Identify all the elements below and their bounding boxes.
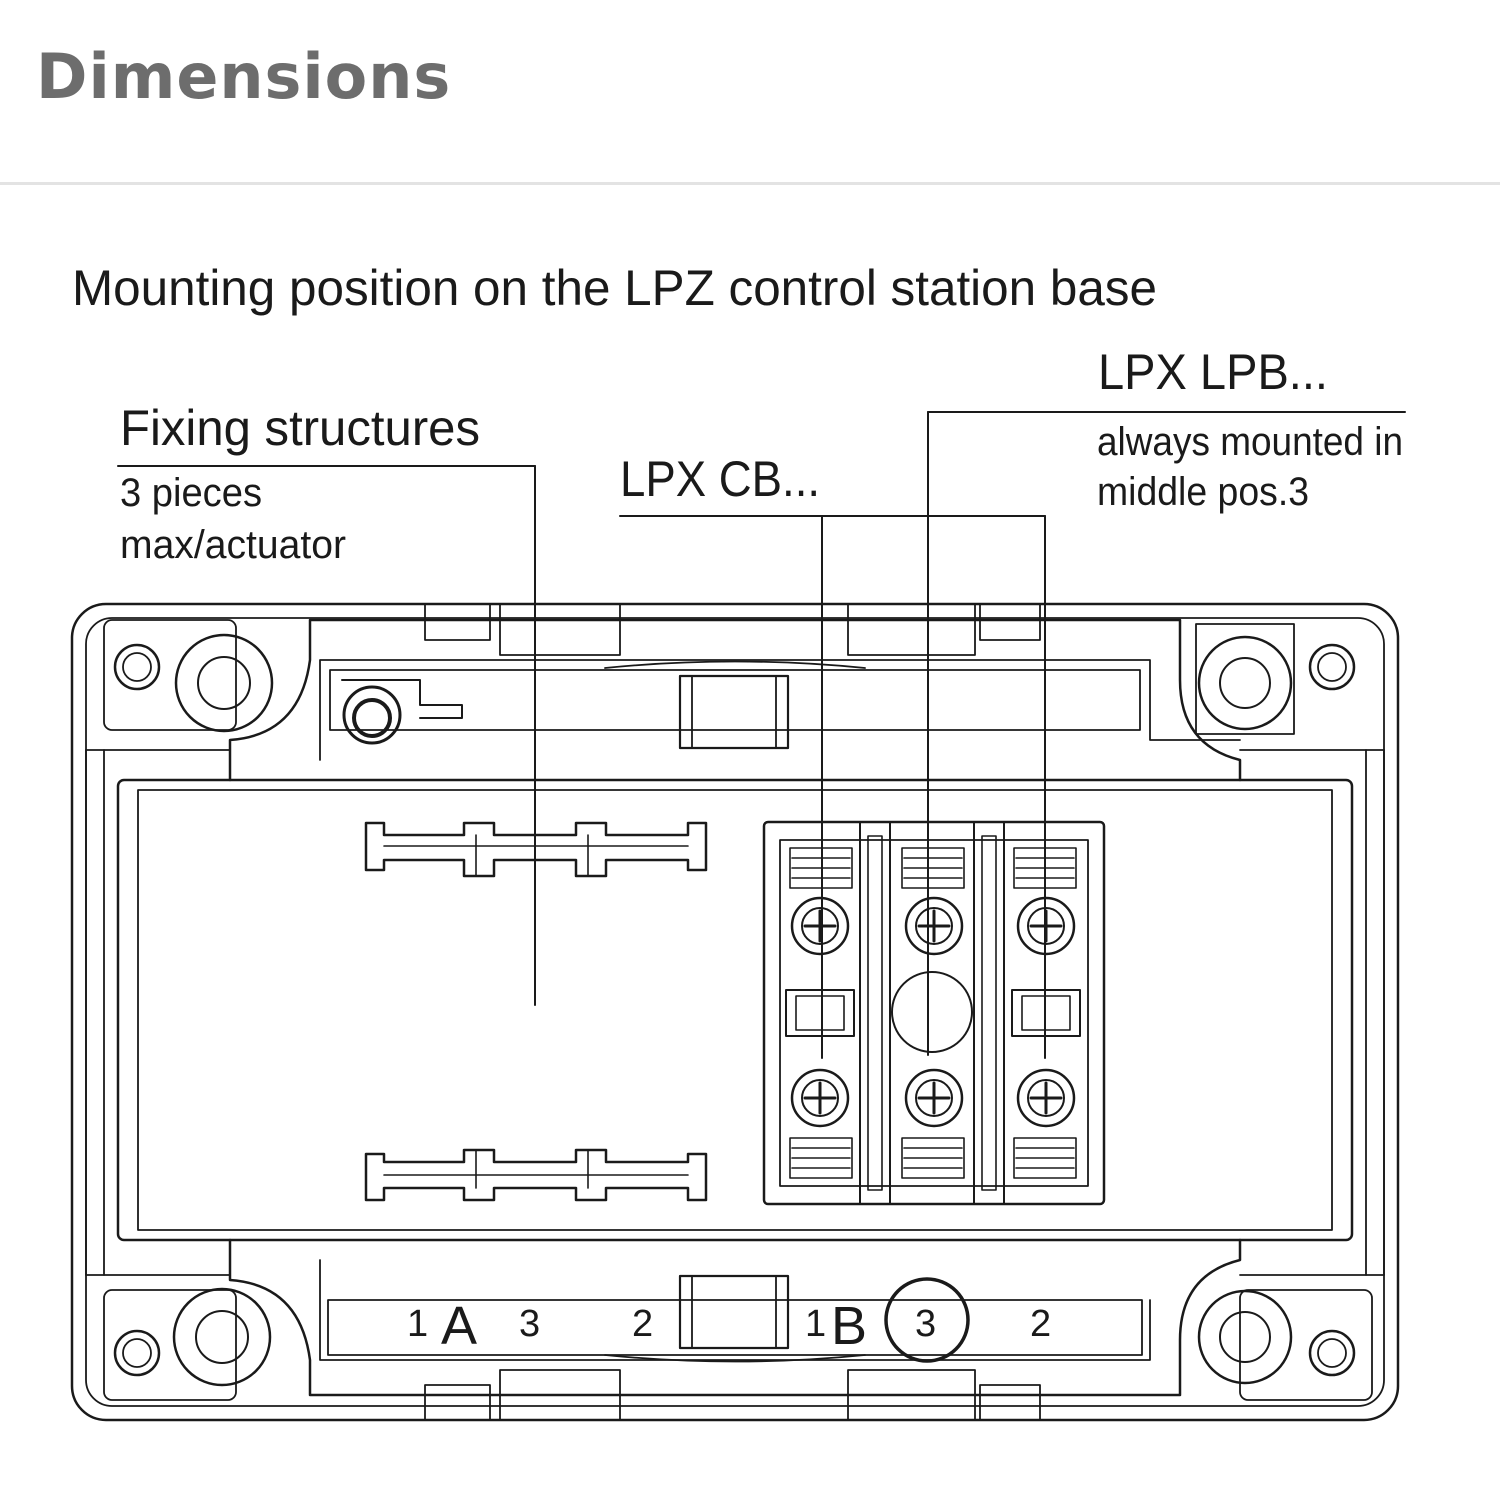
lpx-cb-label: LPX CB... [620, 451, 820, 507]
slot-b-group-letter: B [831, 1296, 867, 1356]
page-title: Dimensions [36, 40, 452, 113]
drawing-caption: Mounting position on the LPZ control sta… [72, 260, 1157, 316]
lpx-lpb-label: LPX LPB... [1098, 344, 1328, 400]
slot-b-position-1: 1 [805, 1303, 826, 1345]
slot-a-position-2: 2 [632, 1303, 653, 1345]
fixing-structure-bottom [364, 1148, 708, 1202]
slot-b-position-3: 3 [915, 1303, 936, 1345]
highlighted-position-circle [884, 1277, 970, 1363]
fixing-structures-leader [117, 465, 536, 1006]
mounting-position-drawing: Mounting position on the LPZ control sta… [70, 260, 1406, 1422]
contact-block-assembly [762, 820, 1106, 1206]
slot-labels-b: 1 B 3 2 [805, 1296, 1051, 1356]
fixing-structures-note-line1: 3 pieces [120, 471, 262, 515]
fixing-structures-note-line2: max/actuator [120, 523, 346, 567]
fixing-structure-top [364, 821, 708, 878]
lpx-cb-leader [619, 515, 1046, 1059]
slot-b-position-2: 2 [1030, 1303, 1051, 1345]
lpx-lpb-note-line2: middle pos.3 [1097, 470, 1309, 514]
title-divider [0, 182, 1500, 185]
control-station-base [70, 602, 1400, 1422]
slot-a-group-letter: A [441, 1296, 477, 1356]
lpx-lpb-leader [927, 411, 1406, 1056]
slot-a-position-3: 3 [519, 1303, 540, 1345]
slot-labels-a: 1 A 3 2 [407, 1296, 653, 1356]
slot-a-position-1: 1 [407, 1303, 428, 1345]
fixing-structures-label: Fixing structures [120, 400, 480, 456]
terminal-screws [790, 896, 1076, 1128]
lpx-lpb-note-line1: always mounted in [1097, 420, 1403, 464]
